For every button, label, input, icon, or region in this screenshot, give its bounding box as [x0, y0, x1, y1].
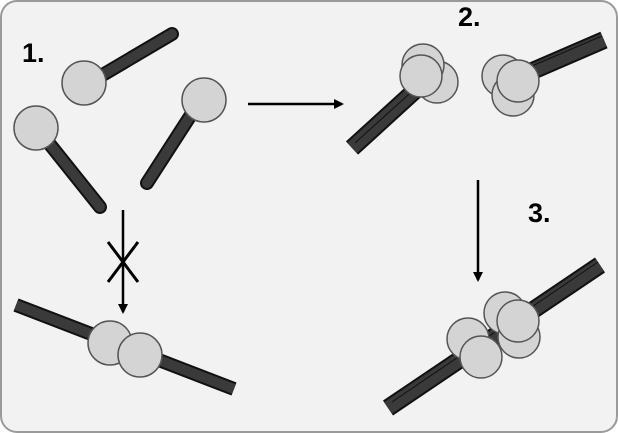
step-3-label: 3. — [528, 198, 551, 228]
blocked-cross-mark — [106, 241, 140, 283]
blocked-assembly — [13, 298, 237, 396]
dimer-left — [345, 43, 459, 155]
monomer-top — [61, 27, 179, 106]
step-1-label: 1. — [22, 38, 45, 68]
monomer-right — [140, 77, 227, 190]
step-2-label: 2. — [458, 2, 481, 32]
monomer-left — [13, 105, 107, 214]
dimer-right — [481, 31, 608, 117]
tetramer-assembly — [382, 257, 606, 416]
